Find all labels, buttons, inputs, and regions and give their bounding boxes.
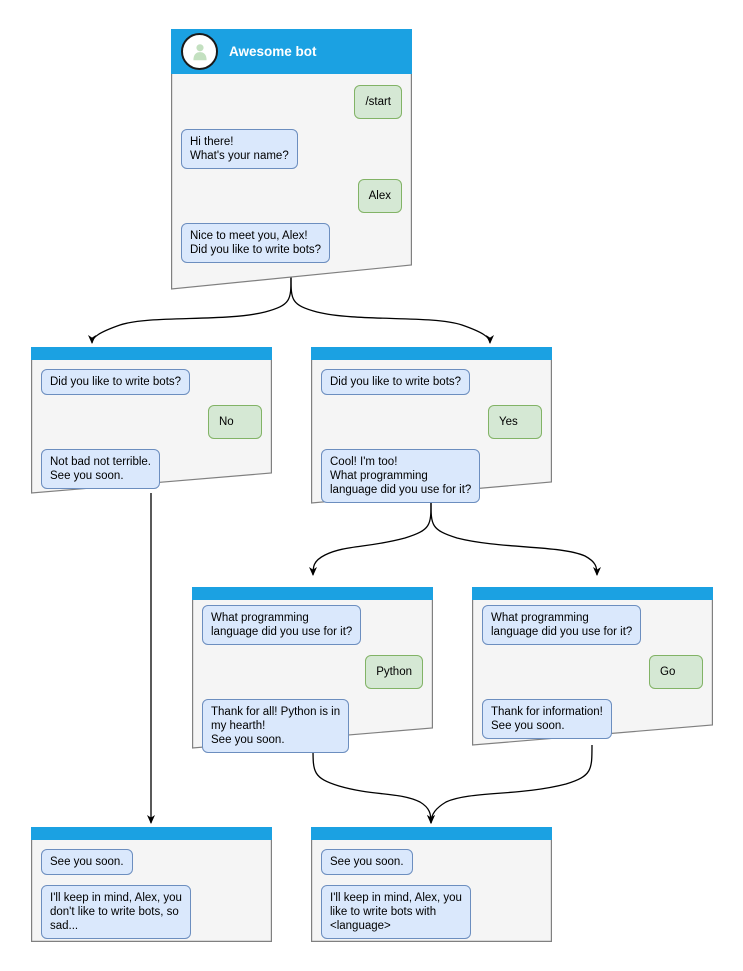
node-python-branch-chat: What programming language did you use fo… bbox=[192, 600, 433, 763]
bot-message-bubble[interactable]: I'll keep in mind, Alex, you like to wri… bbox=[321, 885, 471, 939]
bot-message-bubble[interactable]: Cool! I'm too! What programming language… bbox=[321, 449, 481, 503]
message-row: I'll keep in mind, Alex, you don't like … bbox=[41, 885, 262, 939]
node-end-happy[interactable]: See you soon. I'll keep in mind, Alex, y… bbox=[311, 827, 552, 942]
bot-message-bubble[interactable]: Did you like to write bots? bbox=[321, 369, 471, 395]
user-message-bubble[interactable]: No bbox=[208, 405, 262, 439]
node-go-branch-header bbox=[472, 587, 713, 600]
message-row: See you soon. bbox=[321, 849, 542, 875]
bot-message-bubble[interactable]: See you soon. bbox=[321, 849, 413, 875]
node-end-sad-header bbox=[31, 827, 272, 840]
user-avatar-icon bbox=[181, 33, 218, 70]
node-python-branch-header bbox=[192, 587, 433, 600]
bot-message-bubble[interactable]: Did you like to write bots? bbox=[41, 369, 191, 395]
user-message-bubble[interactable]: Yes bbox=[488, 405, 542, 439]
message-row: Go bbox=[482, 655, 703, 689]
message-row: Python bbox=[202, 655, 423, 689]
bot-message-bubble[interactable]: What programming language did you use fo… bbox=[482, 605, 642, 645]
node-end-happy-chat: See you soon. I'll keep in mind, Alex, y… bbox=[311, 840, 552, 949]
bot-message-bubble[interactable]: See you soon. bbox=[41, 849, 133, 875]
bot-title: Awesome bot bbox=[229, 44, 317, 59]
user-message-bubble[interactable]: Alex bbox=[357, 179, 402, 213]
message-row: See you soon. bbox=[41, 849, 262, 875]
message-row: Hi there! What's your name? bbox=[181, 129, 402, 169]
message-row: No bbox=[41, 405, 262, 439]
node-no-branch-chat: Did you like to write bots? No Not bad n… bbox=[31, 360, 272, 499]
message-row: What programming language did you use fo… bbox=[482, 605, 703, 645]
bot-message-bubble[interactable]: What programming language did you use fo… bbox=[202, 605, 362, 645]
message-row: Not bad not terrible. See you soon. bbox=[41, 449, 262, 489]
node-yes-branch[interactable]: Did you like to write bots? Yes Cool! I'… bbox=[311, 347, 552, 505]
message-row: Cool! I'm too! What programming language… bbox=[321, 449, 542, 503]
user-message-bubble[interactable]: /start bbox=[354, 85, 402, 119]
message-row: Nice to meet you, Alex! Did you like to … bbox=[181, 223, 402, 263]
message-row: What programming language did you use fo… bbox=[202, 605, 423, 645]
message-row: Yes bbox=[321, 405, 542, 439]
node-end-sad[interactable]: See you soon. I'll keep in mind, Alex, y… bbox=[31, 827, 272, 942]
message-row: Thank for information! See you soon. bbox=[482, 699, 703, 739]
user-message-bubble[interactable]: Go bbox=[649, 655, 703, 689]
bot-message-bubble[interactable]: Nice to meet you, Alex! Did you like to … bbox=[181, 223, 331, 263]
bot-message-bubble[interactable]: I'll keep in mind, Alex, you don't like … bbox=[41, 885, 191, 939]
node-start[interactable]: Awesome bot /start Hi there! What's your… bbox=[171, 29, 412, 291]
node-go-branch[interactable]: What programming language did you use fo… bbox=[472, 587, 713, 747]
bot-message-bubble[interactable]: Not bad not terrible. See you soon. bbox=[41, 449, 161, 489]
node-no-branch[interactable]: Did you like to write bots? No Not bad n… bbox=[31, 347, 272, 495]
message-row: /start bbox=[181, 85, 402, 119]
bot-message-bubble[interactable]: Hi there! What's your name? bbox=[181, 129, 298, 169]
message-row: I'll keep in mind, Alex, you like to wri… bbox=[321, 885, 542, 939]
message-row: Thank for all! Python is in my hearth! S… bbox=[202, 699, 423, 753]
node-start-chat: /start Hi there! What's your name? Alex … bbox=[171, 74, 412, 273]
node-python-branch[interactable]: What programming language did you use fo… bbox=[192, 587, 433, 753]
message-row: Alex bbox=[181, 179, 402, 213]
node-go-branch-chat: What programming language did you use fo… bbox=[472, 600, 713, 749]
node-yes-branch-header bbox=[311, 347, 552, 360]
node-yes-branch-chat: Did you like to write bots? Yes Cool! I'… bbox=[311, 360, 552, 513]
node-end-sad-chat: See you soon. I'll keep in mind, Alex, y… bbox=[31, 840, 272, 949]
user-message-bubble[interactable]: Python bbox=[365, 655, 423, 689]
bot-message-bubble[interactable]: Thank for information! See you soon. bbox=[482, 699, 612, 739]
edge-go-to-end-happy bbox=[427, 744, 593, 824]
node-no-branch-header bbox=[31, 347, 272, 360]
message-row: Did you like to write bots? bbox=[41, 369, 262, 395]
message-row: Did you like to write bots? bbox=[321, 369, 542, 395]
node-start-header: Awesome bot bbox=[171, 29, 412, 74]
node-end-happy-header bbox=[311, 827, 552, 840]
bot-message-bubble[interactable]: Thank for all! Python is in my hearth! S… bbox=[202, 699, 350, 753]
